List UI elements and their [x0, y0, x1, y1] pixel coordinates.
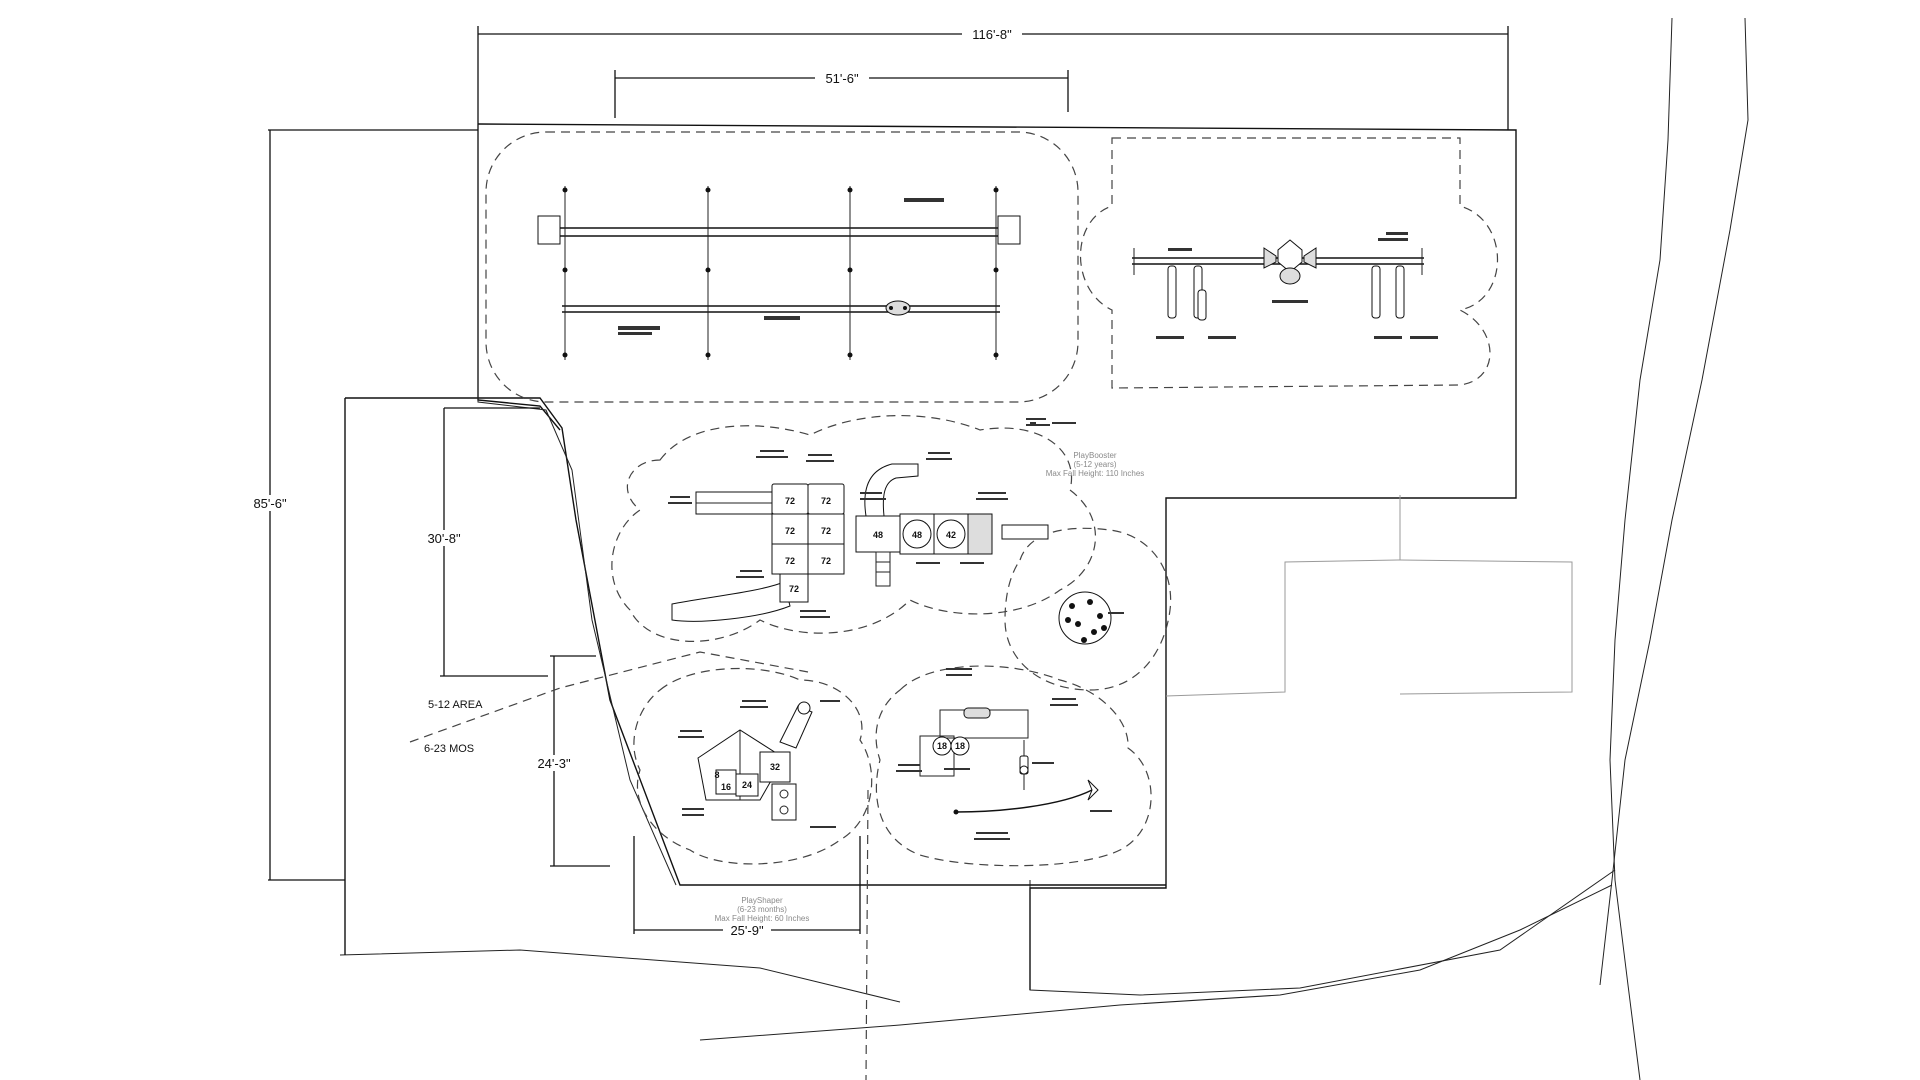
deck-height: 42 [946, 530, 956, 540]
zone-label-6-23: 6-23 MOS [424, 743, 474, 755]
note-lower-3: Max Fall Height: 60 Inches [715, 914, 810, 923]
deck-height: 8 [714, 770, 719, 780]
dimension-116: 116'-8" [477, 26, 1509, 130]
deck-height: 72 [821, 526, 831, 536]
spinner-icon [1263, 239, 1317, 285]
dimension-30: 30'-8" [420, 407, 548, 677]
deck-height: 72 [785, 556, 795, 566]
site-boundary [344, 123, 1573, 990]
swing-seat-icon [885, 300, 911, 316]
deck-height: 48 [873, 530, 883, 540]
belt-swing-zone [1080, 137, 1499, 389]
dim-overall-width: 116'-8" [972, 27, 1012, 42]
zone-label-5-12: 5-12 AREA [428, 699, 483, 711]
dim-area-6-23-width: 25'-9" [730, 923, 764, 938]
deck-height: 18 [955, 741, 965, 751]
deck-height: 72 [785, 526, 795, 536]
note-upper-1: PlayBooster [1073, 451, 1116, 460]
note-upper-2: (5-12 years) [1073, 460, 1116, 469]
dim-swing-frame: 51'-6" [825, 71, 859, 86]
dim-overall-depth: 85'-6" [253, 496, 287, 511]
deck-height: 72 [821, 496, 831, 506]
composite-structure-zone: 72 72 72 72 72 72 72 48 48 42 PlayBooste… [611, 415, 1172, 691]
dimension-51: 51'-6" [614, 70, 1069, 118]
swing-use-zone [485, 131, 1079, 403]
dimension-25: 25'-9" [633, 836, 861, 938]
note-lower-2: (6-23 months) [737, 905, 787, 914]
deck-height: 18 [937, 741, 947, 751]
toddler-structure-zone: 8 16 24 32 PlayShaper (6-23 months) Max … [633, 667, 873, 923]
deck-height: 72 [785, 496, 795, 506]
dim-area-5-12: 30'-8" [427, 531, 461, 546]
deck-height: 24 [742, 780, 752, 790]
note-upper-3: Max Fall Height: 110 Inches [1046, 469, 1145, 478]
age-zone-divider: 5-12 AREA 6-23 MOS [409, 651, 869, 1080]
deck-height: 48 [912, 530, 922, 540]
road-edge [339, 17, 1749, 1080]
climbing-dome [1058, 591, 1112, 645]
note-lower-1: PlayShaper [741, 896, 783, 905]
deck-height: 72 [789, 584, 799, 594]
deck-height: 72 [821, 556, 831, 566]
freestanding-zone: 18 18 [875, 665, 1152, 867]
deck-height: 32 [770, 762, 780, 772]
deck-height: 16 [721, 782, 731, 792]
dimension-85: 85'-6" [246, 129, 478, 881]
swing-frame-zone [485, 131, 1079, 403]
dimension-24: 24'-3" [530, 655, 610, 867]
dim-area-6-23: 24'-3" [537, 756, 571, 771]
